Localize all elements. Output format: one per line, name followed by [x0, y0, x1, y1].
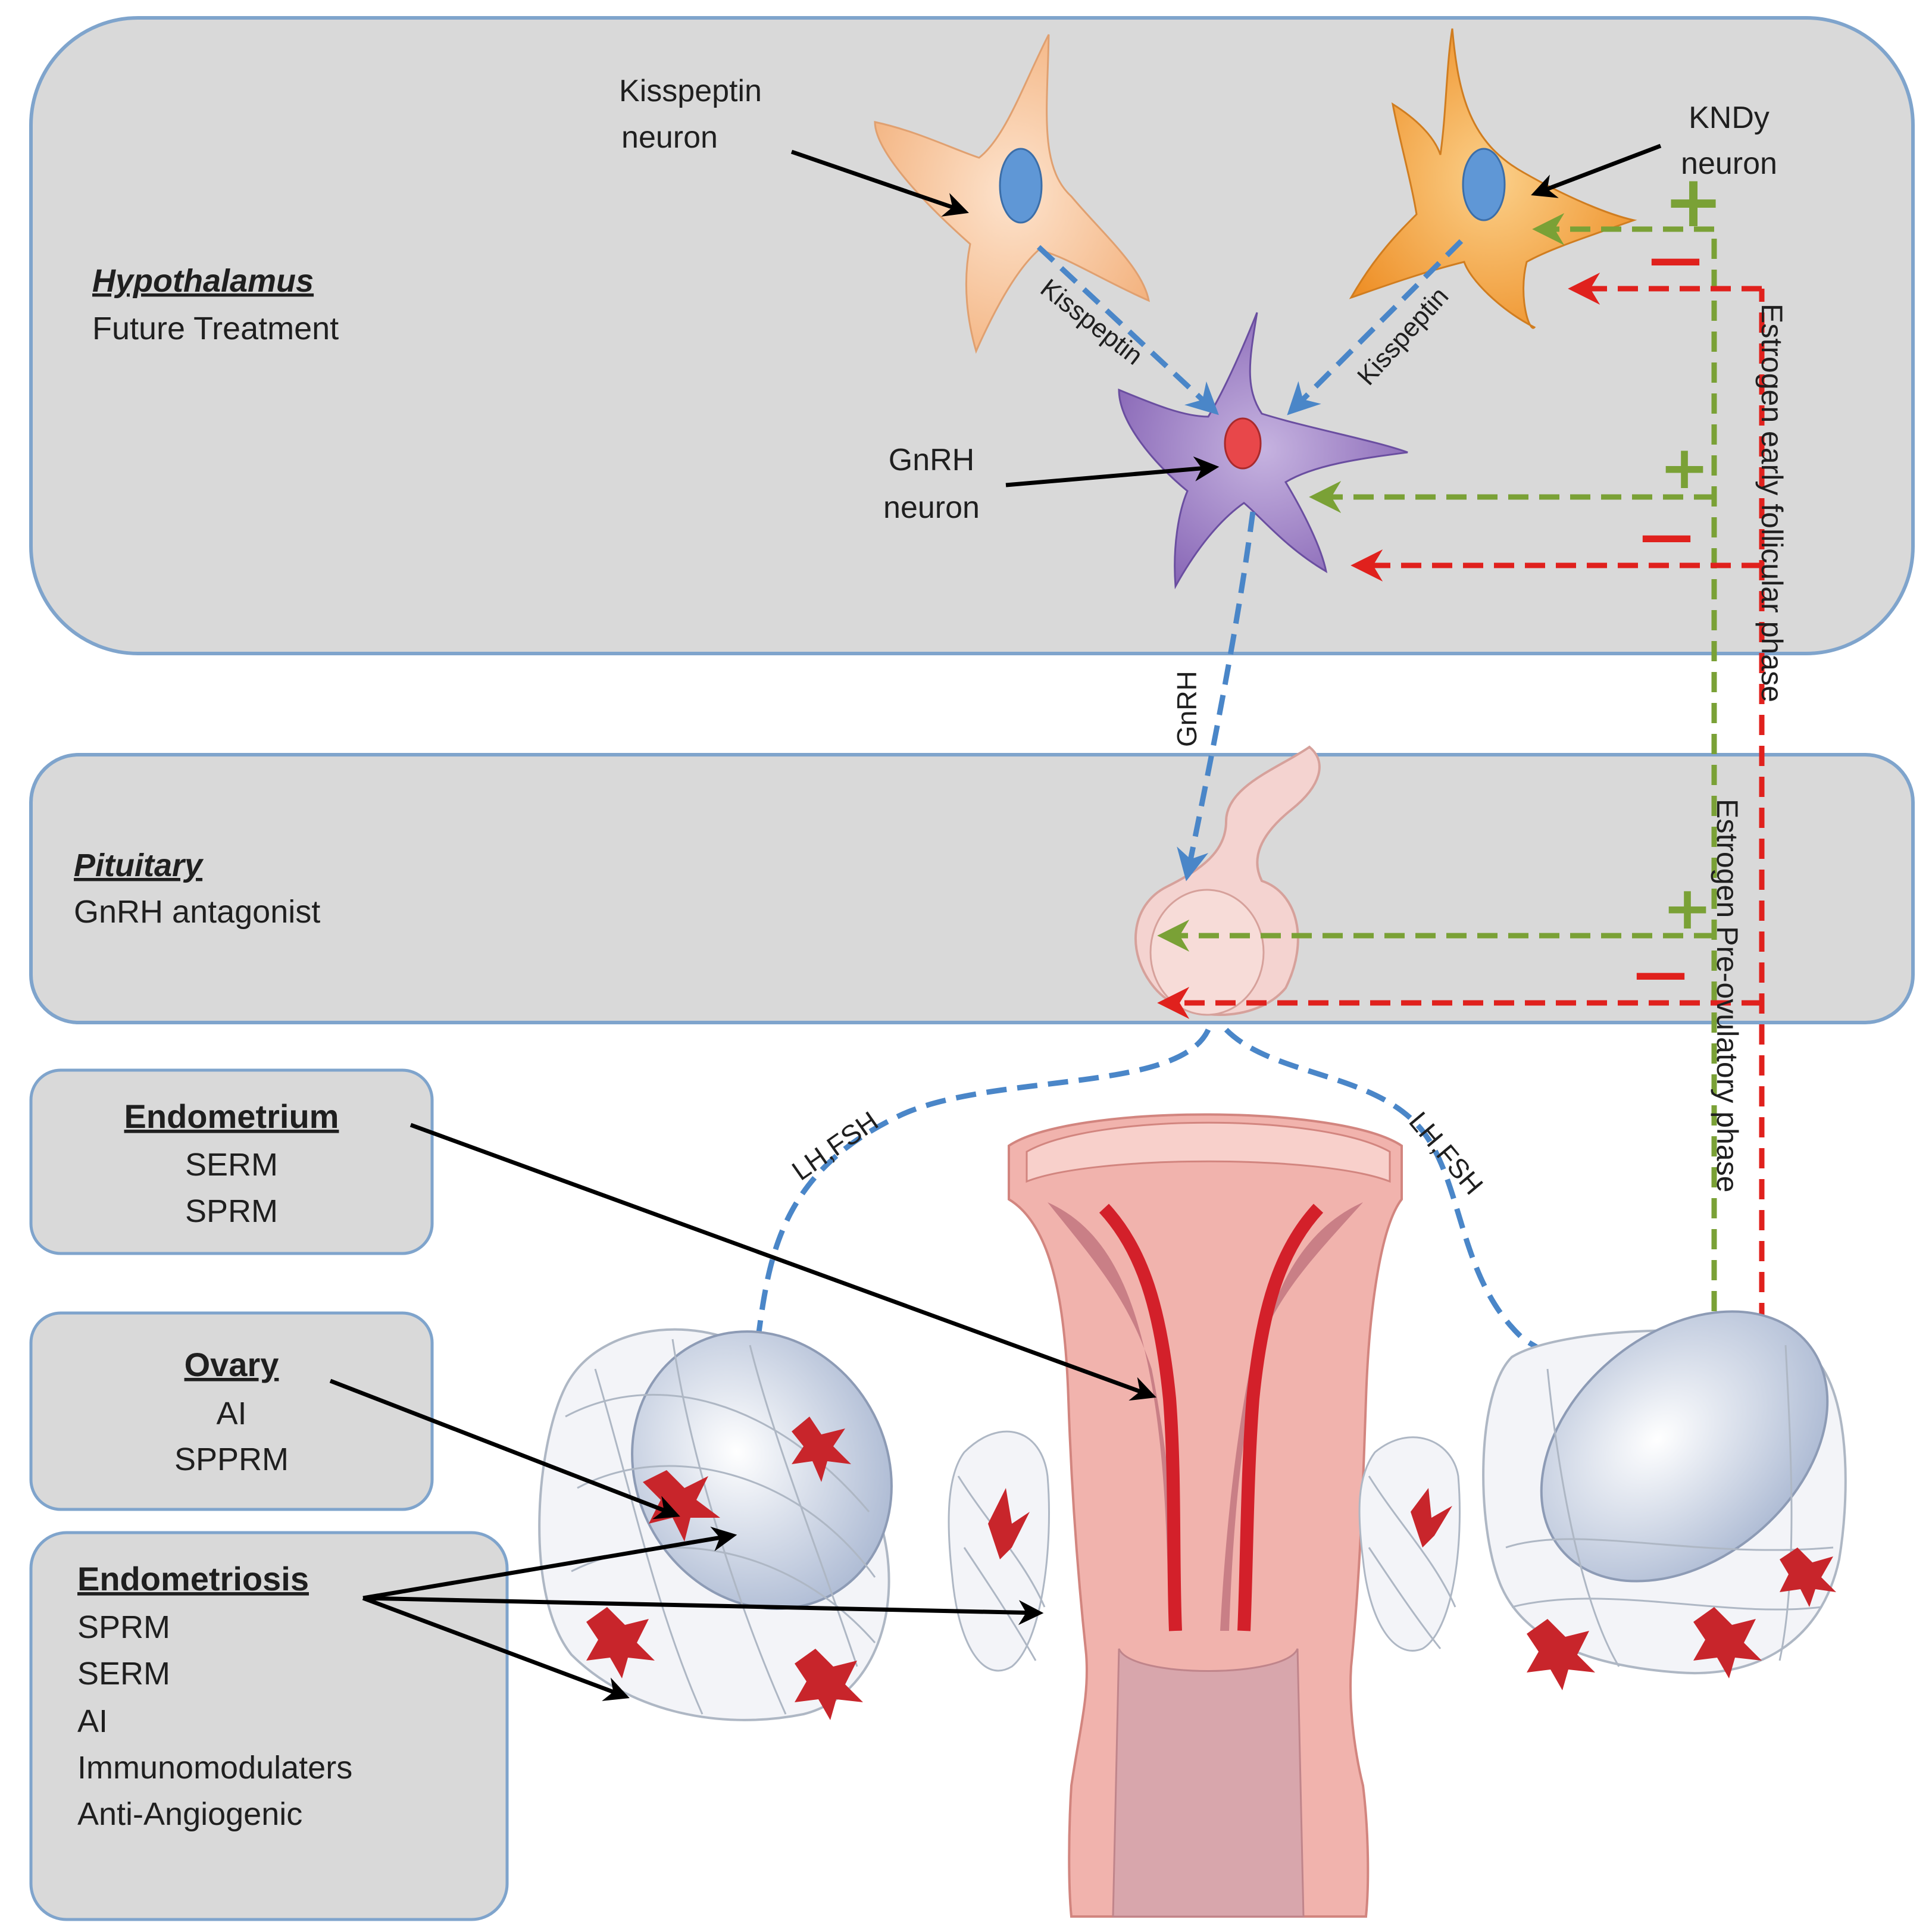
kisspeptin-flow-left [1036, 245, 1219, 415]
ovary-title: Ovary [185, 1346, 279, 1383]
gnrh-neuron-label: GnRH [889, 443, 974, 477]
endometrium-box [29, 1068, 434, 1255]
gnrh-neuron-label: neuron [883, 490, 980, 525]
endometriosis-item: SERM [77, 1656, 170, 1692]
endometriosis-target-arrow [362, 1596, 1044, 1625]
ovary-item: AI [216, 1396, 246, 1431]
lhfsh-signal-label: LH,FSH [1403, 1106, 1489, 1201]
ovary-icon [1482, 1310, 1847, 1690]
endometriosis-item: AI [77, 1703, 108, 1739]
kndy-neuron-label: neuron [1681, 146, 1777, 181]
kisspeptin-flow-right [1287, 239, 1464, 415]
ovary-item: SPPRM [174, 1442, 289, 1477]
kisspeptin-neuron-icon [874, 34, 1150, 354]
hypothalamus-treatment: Future Treatment [92, 311, 339, 346]
endometriosis-item: Immunomodulaters [77, 1750, 352, 1786]
endometrium-item: SPRM [185, 1193, 278, 1229]
positive-sign: + [1659, 433, 1709, 502]
positive-sign: + [1664, 161, 1724, 243]
endometrium-title: Endometrium [124, 1098, 339, 1135]
endometrium-item: SERM [185, 1147, 278, 1183]
kndy-pointer-arrow [1531, 143, 1662, 198]
pituitary-panel [29, 753, 1915, 1024]
negative-sign: — [1640, 504, 1693, 567]
estrogen-preovulatory-label: Estrogen Pre-ovulatory phase [1711, 799, 1744, 1192]
endometriosis-target-arrow [362, 1526, 737, 1600]
gnrh-pointer-arrow [1005, 456, 1220, 487]
kisspeptin-neuron-label: Kisspeptin [619, 74, 762, 108]
estrogen-early-follicular-label: Estrogen early follicular phase [1755, 304, 1789, 702]
positive-sign: + [1662, 873, 1712, 943]
lhfsh-signal-label: LH,FSH [786, 1105, 884, 1186]
pituitary-treatment: GnRH antagonist [74, 894, 320, 930]
endometriosis-item: Anti-Angiogenic [77, 1796, 302, 1832]
endometriosis-target-arrow [362, 1596, 630, 1701]
kndy-neuron-label: KNDy [1689, 101, 1770, 135]
kisspeptin-pointer-arrow [790, 149, 969, 217]
ovary-box [29, 1311, 434, 1511]
endometrium-target-arrow [409, 1123, 1156, 1401]
ovary-icon [538, 1328, 893, 1721]
gnrh-signal-label: GnRH [1171, 671, 1202, 747]
gnrh-flow [1177, 511, 1256, 881]
pituitary-title: Pituitary [74, 848, 204, 883]
kndy-neuron-icon [1349, 28, 1637, 329]
hypothalamus-title: Hypothalamus [92, 263, 314, 299]
endometriosis-item: SPRM [77, 1609, 170, 1645]
gnrh-neuron-icon [1118, 312, 1408, 590]
uterus-icon [1008, 1113, 1403, 1918]
lhfsh-flow-left [753, 1028, 1211, 1355]
endometriosis-title: Endometriosis [77, 1560, 309, 1598]
negative-sign: — [1634, 942, 1687, 1004]
kisspeptin-neuron-label: neuron [621, 120, 718, 155]
ovary-target-arrow [329, 1378, 680, 1520]
endometriosis-box [29, 1531, 509, 1921]
negative-sign: — [1649, 227, 1702, 290]
